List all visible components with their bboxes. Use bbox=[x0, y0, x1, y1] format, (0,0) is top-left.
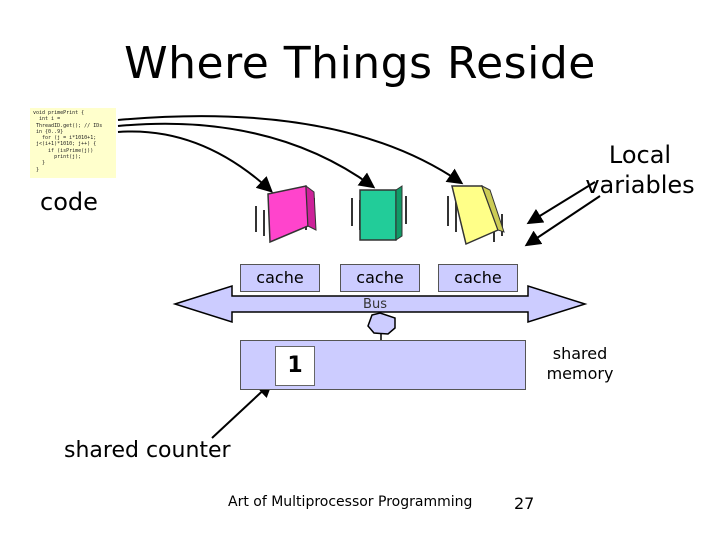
local-variables-label: Local variables bbox=[580, 140, 700, 200]
cache-3: cache bbox=[438, 264, 518, 292]
local-label-line1: Local bbox=[608, 141, 672, 169]
code-arrow-2 bbox=[117, 122, 376, 189]
processor-2 bbox=[351, 185, 407, 241]
code-label: code bbox=[40, 188, 98, 216]
local-arrow-2 bbox=[524, 195, 601, 247]
local-label-line2: variables bbox=[585, 171, 695, 199]
bus-label: Bus bbox=[363, 297, 387, 312]
code-arrow-3 bbox=[117, 115, 464, 185]
page-number: 27 bbox=[514, 494, 535, 513]
bus-arrow bbox=[172, 284, 588, 324]
cache-1: cache bbox=[240, 264, 320, 292]
code-arrow-1 bbox=[117, 130, 273, 193]
cache-2: cache bbox=[340, 264, 420, 292]
memory-label-line1: shared bbox=[552, 344, 608, 363]
processor-3 bbox=[447, 184, 505, 246]
shared-memory-label: shared memory bbox=[540, 344, 620, 384]
slide-title: Where Things Reside bbox=[124, 38, 596, 89]
local-arrow-1 bbox=[526, 181, 596, 225]
shared-counter-label: shared counter bbox=[64, 438, 231, 463]
processor-1 bbox=[255, 184, 317, 244]
memory-label-line2: memory bbox=[546, 364, 614, 383]
local-arrows bbox=[524, 181, 601, 247]
counter-arrow bbox=[211, 381, 273, 439]
bus-memory-connector bbox=[367, 312, 396, 335]
shared-counter-value: 1 bbox=[275, 346, 315, 386]
code-snippet: void primePrint { int i = ThreadID.get()… bbox=[33, 110, 103, 173]
code-snippet-box: void primePrint { int i = ThreadID.get()… bbox=[30, 108, 116, 178]
code-arrows bbox=[117, 115, 464, 193]
footer-text: Art of Multiprocessor Programming bbox=[228, 494, 473, 510]
